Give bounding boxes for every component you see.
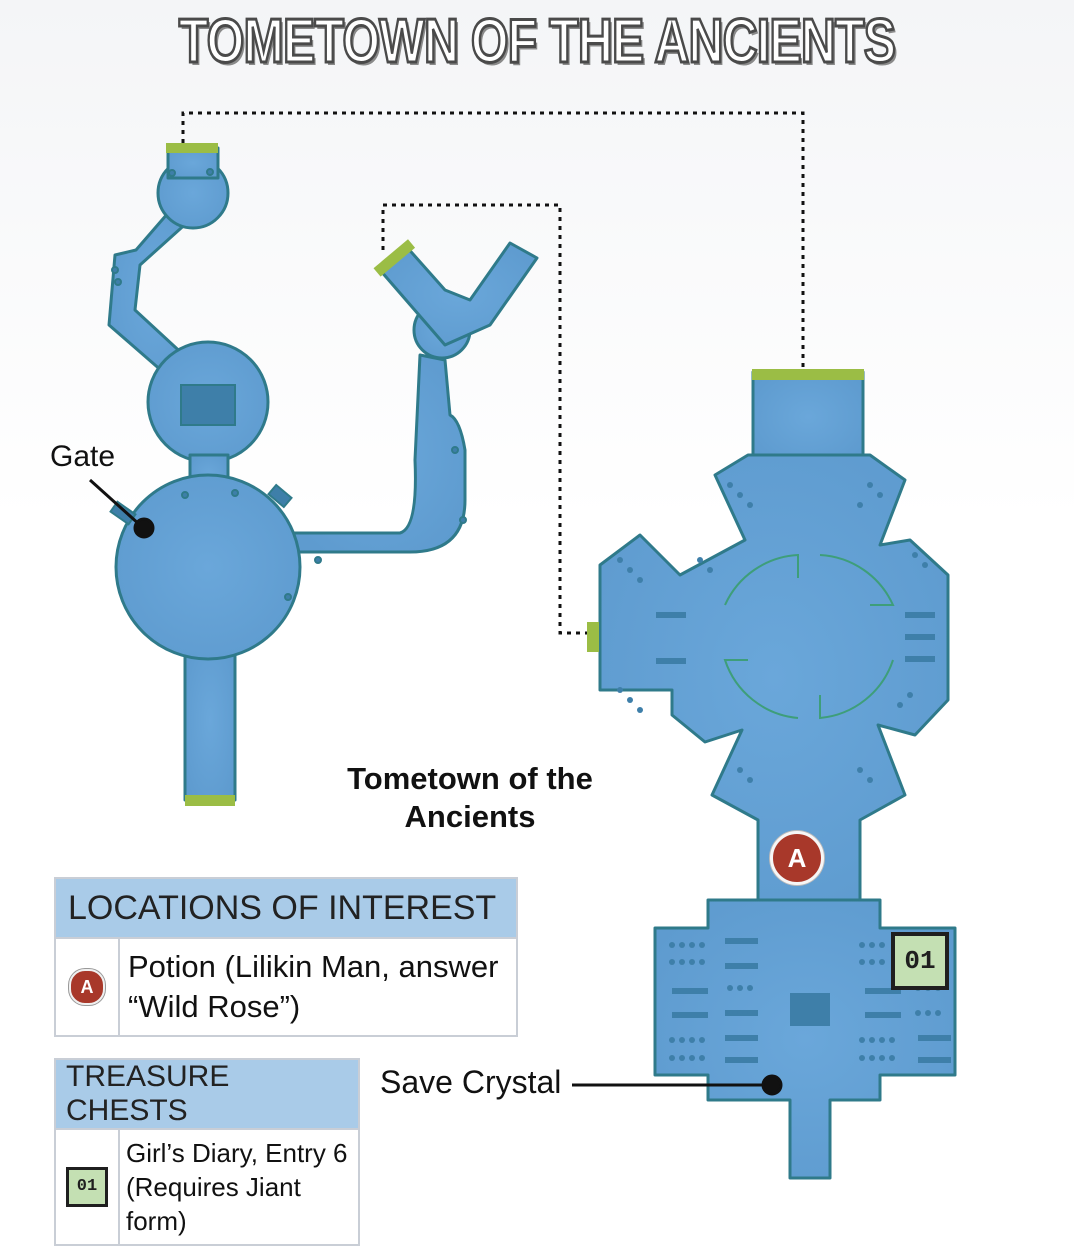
dungeon-map <box>88 111 957 1180</box>
exit-bottom <box>185 795 235 806</box>
treasure-legend-header: TREASURE CHESTS <box>55 1059 359 1130</box>
left-exits <box>166 143 416 806</box>
location-a-icon: A <box>69 969 105 1005</box>
locations-legend-header: LOCATIONS OF INTEREST <box>55 878 517 939</box>
area-name-label: Tometown of the Ancients <box>347 761 593 834</box>
exit-north <box>752 369 864 380</box>
exit-west <box>587 622 599 652</box>
right-structure-details <box>617 482 951 1063</box>
save-crystal-label: Save Crystal <box>380 1064 562 1100</box>
chest-01-marker[interactable]: 01 <box>891 932 949 990</box>
save-crystal-dot <box>761 1074 783 1096</box>
location-a-marker[interactable]: A <box>770 831 824 885</box>
exit-top <box>166 143 218 153</box>
legend-text: Girl’s Diary, Entry 6 (Requires Jiant fo… <box>119 1128 359 1245</box>
treasure-legend: TREASURE CHESTS 01 Girl’s Diary, Entry 6… <box>54 1058 360 1246</box>
map-title: TOMETOWN OF THE ANCIENTS <box>178 6 898 78</box>
left-structure-details <box>109 168 467 601</box>
exit-branch <box>373 239 416 277</box>
locations-legend: LOCATIONS OF INTEREST A Potion (Lilikin … <box>54 877 518 1037</box>
legend-row: A Potion (Lilikin Man, answer “Wild Rose… <box>55 937 517 1036</box>
legend-row: 01 Girl’s Diary, Entry 6 (Requires Jiant… <box>55 1128 359 1245</box>
left-structure <box>107 146 539 802</box>
gate-label: Gate <box>50 440 116 473</box>
connection-lines <box>181 111 805 635</box>
connector-middle <box>381 203 587 635</box>
right-exits <box>587 369 864 652</box>
gate-dot <box>133 517 155 539</box>
right-structure <box>598 370 957 1180</box>
connector-top <box>181 111 805 372</box>
pointers <box>88 478 783 1096</box>
legend-text: Potion (Lilikin Man, answer “Wild Rose”) <box>119 937 517 1036</box>
central-circle <box>723 553 895 720</box>
chest-01-icon: 01 <box>66 1167 108 1207</box>
